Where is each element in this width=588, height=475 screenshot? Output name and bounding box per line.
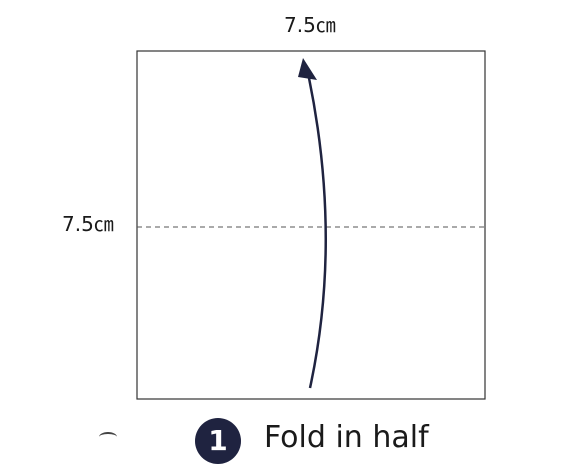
partial-mark: [99, 432, 117, 442]
dimension-top-label: 7.5㎝: [284, 13, 336, 37]
dimension-left-label: 7.5㎝: [62, 212, 114, 236]
fold-arrow-head-icon: [298, 58, 317, 80]
fold-arrow-shaft: [307, 77, 327, 389]
step-instruction: Fold in half: [264, 420, 429, 455]
step-number-badge: 1: [195, 418, 241, 464]
paper-square: [136, 50, 486, 400]
